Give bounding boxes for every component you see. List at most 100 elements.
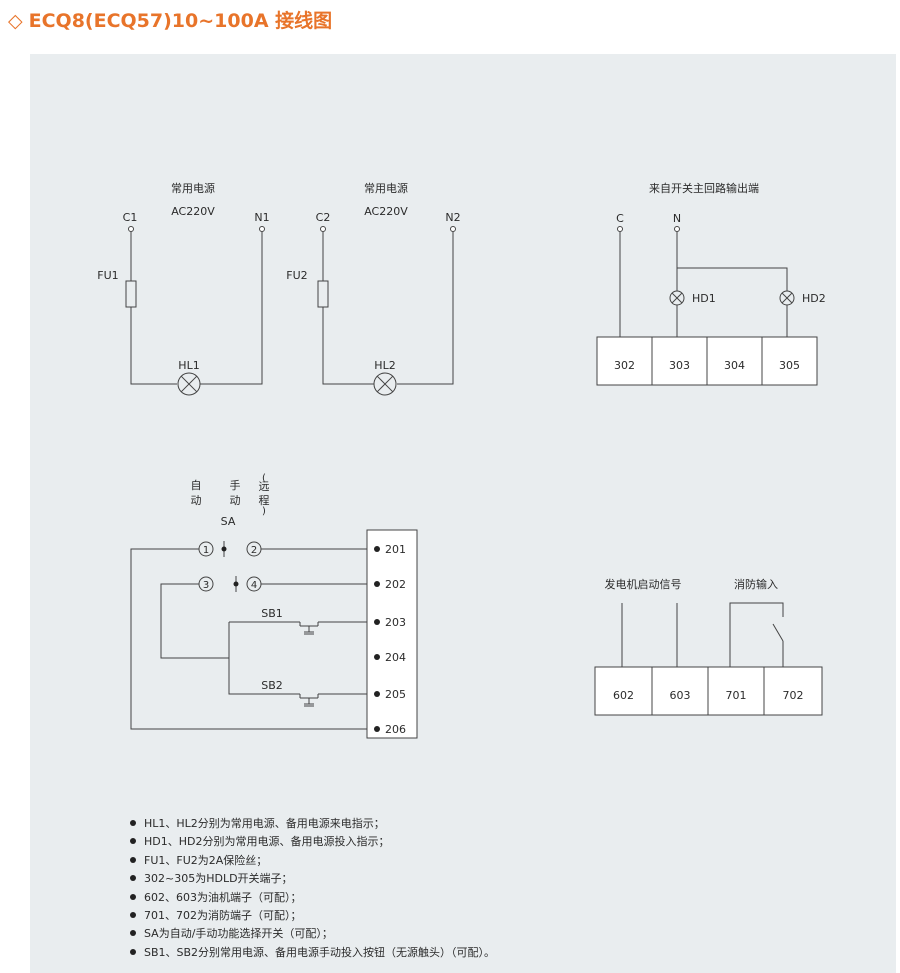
power1-wire-left: [130, 232, 177, 385]
main-c-label: C: [616, 212, 624, 225]
bullet-icon: [130, 820, 136, 826]
terminal-205: 205: [385, 688, 406, 701]
svg-text:3: 3: [203, 580, 209, 591]
power2-c-terminal: [320, 226, 326, 232]
note-item: 602、603为油机端子（可配）；: [130, 889, 495, 907]
svg-text:2: 2: [251, 545, 257, 556]
terminal-206: 206: [385, 723, 406, 736]
power2-lamp-label: HL2: [374, 359, 395, 372]
bullet-icon: [130, 838, 136, 845]
manual-char-2: 动: [230, 494, 241, 507]
bullet-icon: [130, 893, 136, 900]
selector-terminal-block: [366, 529, 418, 739]
main-c-terminal: [617, 226, 623, 232]
svg-text:4: 4: [251, 580, 257, 591]
power-circuit-1: 常用电源 AC220V C1 N1 FU1 HL1: [97, 181, 270, 396]
terminal-701: 701: [726, 689, 747, 702]
fuse-icon: [317, 280, 329, 308]
power2-n-label: N2: [445, 211, 460, 224]
power1-voltage: AC220V: [171, 205, 215, 218]
power2-label: 常用电源: [364, 181, 408, 195]
power2-n-terminal: [450, 226, 456, 232]
note-item: HD1、HD2分别为常用电源、备用电源投入指示；: [130, 833, 495, 851]
remote-char-4: ): [262, 506, 266, 517]
note-item: FU1、FU2为2A保险丝；: [130, 852, 495, 870]
fire-contact-icon: [772, 623, 784, 642]
bullet-icon: [130, 930, 136, 937]
power1-c-label: C1: [123, 211, 138, 224]
terminal-305: 305: [779, 359, 800, 372]
diagram-panel: [30, 54, 896, 973]
sb1-label: SB1: [261, 607, 283, 620]
power1-fuse-label: FU1: [97, 269, 118, 282]
note-item: 302~305为HDLD开关端子；: [130, 870, 495, 888]
remote-char-1: (: [262, 473, 266, 484]
remote-char-3: 程: [259, 494, 270, 507]
terminal-602: 602: [613, 689, 634, 702]
power1-c-terminal: [128, 226, 134, 232]
wire-701: [729, 602, 784, 667]
bullet-icon: [130, 875, 136, 882]
note-item: 701、702为消防端子（可配）；: [130, 907, 495, 925]
power2-wire-left: [322, 232, 374, 385]
wire-sb-common: [228, 622, 300, 695]
terminal-303: 303: [669, 359, 690, 372]
terminal-204: 204: [385, 651, 406, 664]
main-circuit-label: 来自开关主回路输出端: [649, 181, 759, 195]
notes-list: HL1、HL2分别为常用电源、备用电源来电指示； HD1、HD2分别为常用电源、…: [130, 815, 495, 962]
main-n-terminal: [674, 226, 680, 232]
lamp-icon: [669, 290, 685, 306]
terminal-202: 202: [385, 578, 406, 591]
note-item: SB1、SB2分别常用电源、备用电源手动投入按钮（无源触头）（可配）。: [130, 944, 495, 962]
fuse-icon: [125, 280, 137, 308]
power1-n-label: N1: [254, 211, 269, 224]
fire-label: 消防输入: [734, 577, 778, 591]
power2-c-label: C2: [316, 211, 331, 224]
title-text: ECQ8(ECQ57)10~100A 接线图: [28, 10, 333, 32]
main-branch-wire: [677, 267, 788, 291]
generator-circuit: 发电机启动信号 消防输入 602 603 701 702: [594, 577, 823, 716]
sb2-label: SB2: [261, 679, 283, 692]
page-title: ◇ECQ8(ECQ57)10~100A 接线图: [8, 6, 332, 33]
manual-char-1: 手: [230, 478, 241, 492]
terminal-603: 603: [670, 689, 691, 702]
lamp-icon: [177, 372, 201, 396]
sa-label: SA: [221, 515, 236, 528]
diamond-icon: ◇: [8, 10, 23, 32]
power1-wire-right: [200, 232, 263, 385]
power2-wire-right: [397, 232, 454, 385]
power1-n-terminal: [259, 226, 265, 232]
lamp-icon: [779, 290, 795, 306]
terminal-304: 304: [724, 359, 745, 372]
power-circuit-2: 常用电源 AC220V C2 N2 FU2 HL2: [286, 181, 461, 396]
power2-fuse-label: FU2: [286, 269, 307, 282]
generator-label: 发电机启动信号: [605, 577, 682, 591]
power2-voltage: AC220V: [364, 205, 408, 218]
bullet-icon: [130, 948, 136, 955]
wire-common: [160, 583, 229, 659]
terminal-302: 302: [614, 359, 635, 372]
terminal-702: 702: [783, 689, 804, 702]
power1-lamp-label: HL1: [178, 359, 199, 372]
wire-206: [130, 548, 367, 730]
terminal-203: 203: [385, 616, 406, 629]
main-circuit: 来自开关主回路输出端 C N HD1 HD2 302 303 304 305: [596, 181, 826, 386]
auto-char-2: 动: [191, 494, 202, 507]
note-item: SA为自动/手动功能选择开关（可配）；: [130, 925, 495, 943]
bullet-icon: [130, 856, 136, 863]
remote-char-2: 远: [259, 480, 270, 493]
terminal-201: 201: [385, 543, 406, 556]
main-n-label: N: [673, 212, 681, 225]
note-item: HL1、HL2分别为常用电源、备用电源来电指示；: [130, 815, 495, 833]
power1-label: 常用电源: [171, 181, 215, 195]
svg-text:1: 1: [203, 545, 209, 556]
auto-char-1: 自: [191, 479, 202, 492]
hd2-label: HD2: [802, 292, 826, 305]
selector-circuit: 自 动 手 动 ( 远 程 ) SA 1 2 3 4: [130, 473, 418, 739]
bullet-icon: [130, 912, 136, 919]
push-button-icon: [299, 694, 319, 707]
hd1-label: HD1: [692, 292, 716, 305]
lamp-icon: [373, 372, 397, 396]
push-button-icon: [299, 622, 319, 635]
